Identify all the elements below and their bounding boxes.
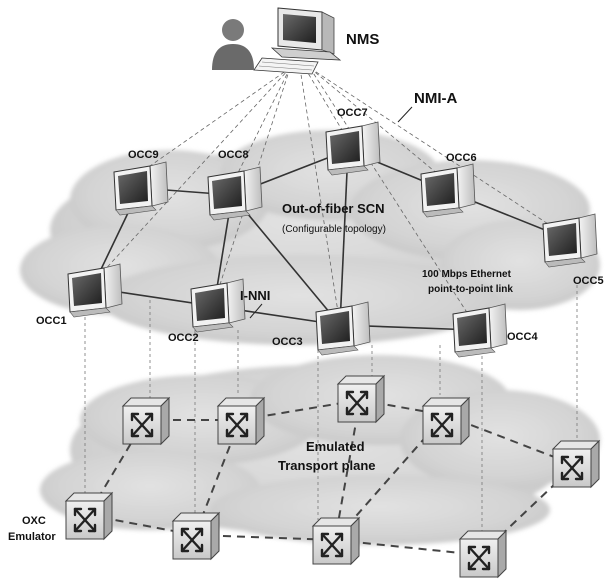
transport-label-line2: Transport plane — [278, 458, 376, 473]
occ7-label: OCC7 — [337, 107, 368, 119]
ethernet-label-line2: point-to-point link — [428, 284, 513, 295]
occ4-label: OCC4 — [507, 331, 538, 343]
ethernet-label-line1: 100 Mbps Ethernet — [422, 269, 512, 280]
nmi-a-pointer — [397, 106, 413, 123]
nmi-a-links — [99, 67, 566, 326]
oxc-2-optical-cross-connect-icon — [216, 396, 266, 446]
occ8-label: OCC8 — [218, 149, 249, 161]
scn-cloud — [20, 130, 600, 345]
i-nni-label: I-NNI — [240, 288, 270, 303]
oxc-9-optical-cross-connect-icon — [458, 529, 508, 579]
oxc-3-optical-cross-connect-icon — [336, 374, 386, 424]
control-to-transport-links — [84, 285, 578, 540]
oxc-8-optical-cross-connect-icon — [311, 516, 361, 566]
oxc-6-optical-cross-connect-icon — [64, 491, 114, 541]
oxc-7-optical-cross-connect-icon — [171, 511, 221, 561]
scn-title: Out-of-fiber SCN — [282, 201, 385, 216]
oxc-4-optical-cross-connect-icon — [421, 396, 471, 446]
nmi-a-label: NMI-A — [414, 90, 457, 107]
oxc-1-optical-cross-connect-icon — [121, 396, 171, 446]
i-nni-pointer — [249, 303, 263, 319]
oxc-emulator-label-line2: Emulator — [8, 531, 56, 543]
scn-subtitle: (Configurable topology) — [282, 224, 386, 235]
oxc-5-optical-cross-connect-icon — [551, 439, 601, 489]
occ1-label: OCC1 — [36, 315, 67, 327]
user-icon — [212, 19, 254, 70]
occ3-label: OCC3 — [272, 336, 303, 348]
transport-label-line1: Emulated — [306, 439, 365, 454]
oxc-emulator-label-line1: OXC — [22, 515, 46, 527]
occ9-label: OCC9 — [128, 149, 159, 161]
nms-computer-icon — [253, 7, 342, 75]
occ2-label: OCC2 — [168, 332, 199, 344]
occ5-label: OCC5 — [573, 275, 604, 287]
nms-label: NMS — [346, 31, 379, 48]
occ6-label: OCC6 — [446, 152, 477, 164]
